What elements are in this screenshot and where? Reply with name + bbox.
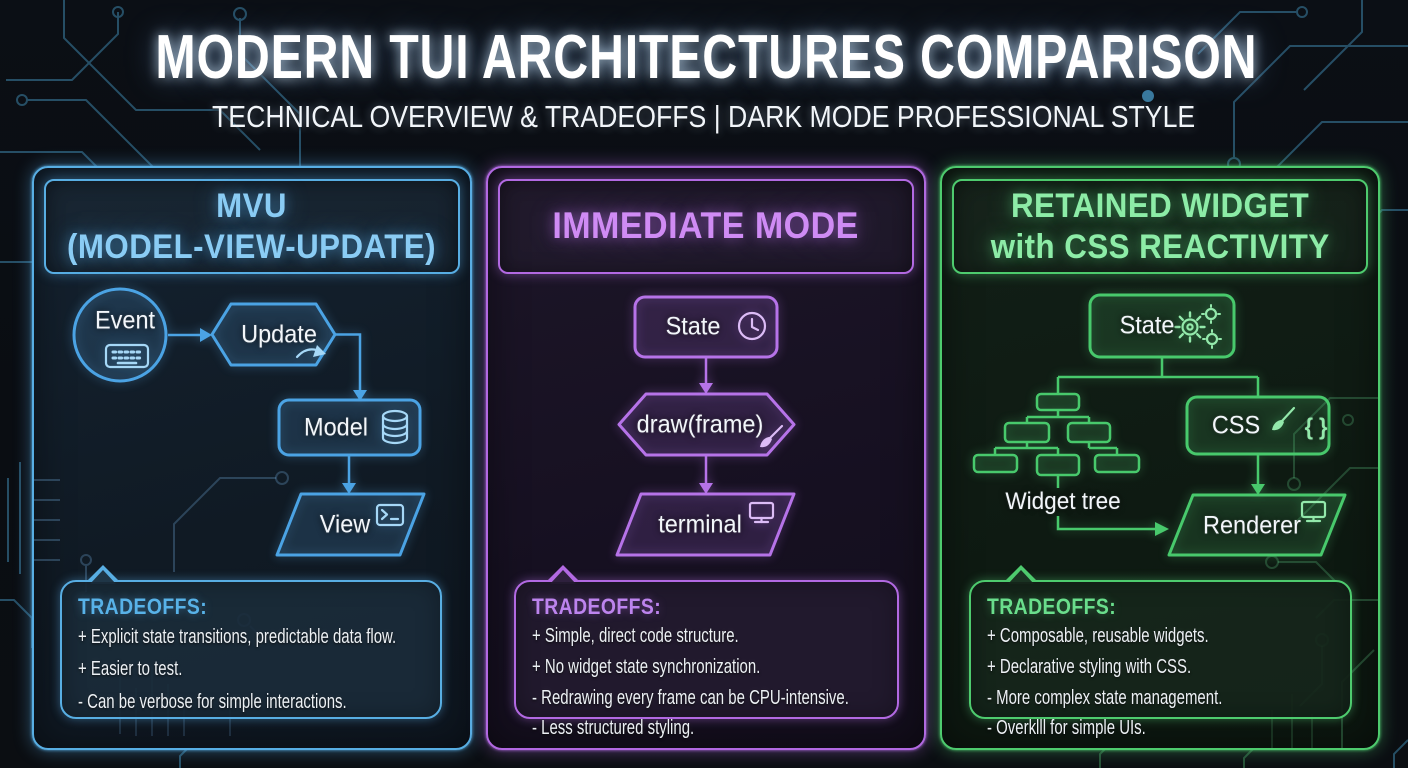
tradeoff-item: - More complex state management.	[987, 685, 1223, 709]
node-label-model: Model	[303, 413, 369, 442]
widget-tree-label: Widget tree	[1005, 488, 1121, 515]
tradeoffs-heading: TRADEOFFS:	[78, 594, 208, 619]
tradeoff-item: + Declarative styling with CSS.	[987, 654, 1192, 678]
gears-icon	[1174, 304, 1222, 349]
panel-retained-widget: RETAINED WIDGET with CSS REACTIVITY	[940, 166, 1380, 750]
monitor-icon	[1300, 500, 1327, 523]
node-label-draw-frame: draw(frame)	[636, 410, 764, 439]
paintbrush-icon	[760, 424, 784, 448]
node-label-state: State	[665, 312, 721, 341]
tradeoff-item: - Redrawing every frame can be CPU-inten…	[532, 685, 849, 709]
tradeoffs-box-retained: TRADEOFFS: + Composable, reusable widget…	[969, 565, 1352, 739]
panel-title-line1: MVU	[216, 186, 288, 225]
panel-title-box-immediate: IMMEDIATE MODE	[498, 179, 914, 274]
monitor-icon	[748, 501, 775, 524]
panel-immediate-mode: IMMEDIATE MODE Sta	[486, 166, 926, 750]
tradeoff-item: - Can be verbose for simple interactions…	[78, 689, 347, 713]
tradeoffs-heading: TRADEOFFS:	[987, 594, 1117, 619]
keyboard-icon	[104, 343, 150, 369]
widget-tree-icon	[972, 392, 1141, 477]
node-label-css: CSS	[1211, 411, 1261, 440]
panel-title-line1: IMMEDIATE MODE	[552, 205, 860, 247]
terminal-prompt-icon	[375, 503, 405, 527]
tradeoff-item: + No widget state synchronization.	[532, 654, 761, 678]
view-node-shape	[275, 492, 426, 557]
page-title: MODERN TUI ARCHITECTURES COMPARISON	[155, 23, 1258, 92]
tradeoff-item: - Less structured styling.	[532, 716, 695, 740]
clock-icon	[737, 311, 767, 341]
panel-title-line1: RETAINED WIDGET	[1010, 186, 1310, 225]
panel-title-box-retained: RETAINED WIDGET with CSS REACTIVITY	[952, 179, 1368, 274]
tradeoffs-box-immediate: TRADEOFFS: + Simple, direct code structu…	[514, 565, 899, 739]
flowchart-retained	[972, 293, 1347, 557]
flowchart-mvu	[72, 287, 426, 557]
node-label-update: Update	[241, 320, 317, 349]
page-subtitle: TECHNICAL OVERVIEW & TRADEOFFS | DARK MO…	[212, 99, 1196, 134]
header: MODERN TUI ARCHITECTURES COMPARISON TECH…	[0, 22, 1408, 135]
tradeoff-item: + Composable, reusable widgets.	[987, 624, 1209, 647]
event-node-shape	[72, 287, 168, 383]
panel-mvu: MVU (MODEL-VIEW-UPDATE)	[32, 166, 472, 750]
tradeoffs-box-mvu: TRADEOFFS: + Explicit state transitions,…	[60, 565, 442, 719]
tradeoff-item: + Simple, direct code structure.	[532, 624, 739, 647]
panel-title-line2: (MODEL-VIEW-UPDATE)	[67, 227, 437, 266]
node-label-renderer: Renderer	[1203, 511, 1301, 540]
tradeoff-item: + Easier to test.	[78, 657, 183, 681]
panel-title-box-mvu: MVU (MODEL-VIEW-UPDATE)	[44, 179, 460, 274]
tradeoffs-heading: TRADEOFFS:	[532, 594, 662, 619]
node-label-state: State	[1119, 311, 1175, 340]
node-label-event: Event	[94, 306, 156, 335]
tradeoff-item: - Overklll for simple UIs.	[987, 716, 1146, 740]
tradeoff-item: + Explicit state transitions, predictabl…	[78, 625, 397, 648]
flowchart-immediate	[615, 295, 796, 557]
node-label-terminal: terminal	[658, 510, 742, 539]
redo-arrow-icon	[295, 345, 326, 359]
node-label-view: View	[319, 510, 371, 539]
braces-icon: { }	[1304, 413, 1328, 440]
panel-title-line2: with CSS REACTIVITY	[990, 227, 1330, 266]
draw-frame-node-shape	[617, 392, 796, 457]
paintbrush-icon	[1272, 406, 1296, 431]
database-icon	[381, 409, 409, 445]
